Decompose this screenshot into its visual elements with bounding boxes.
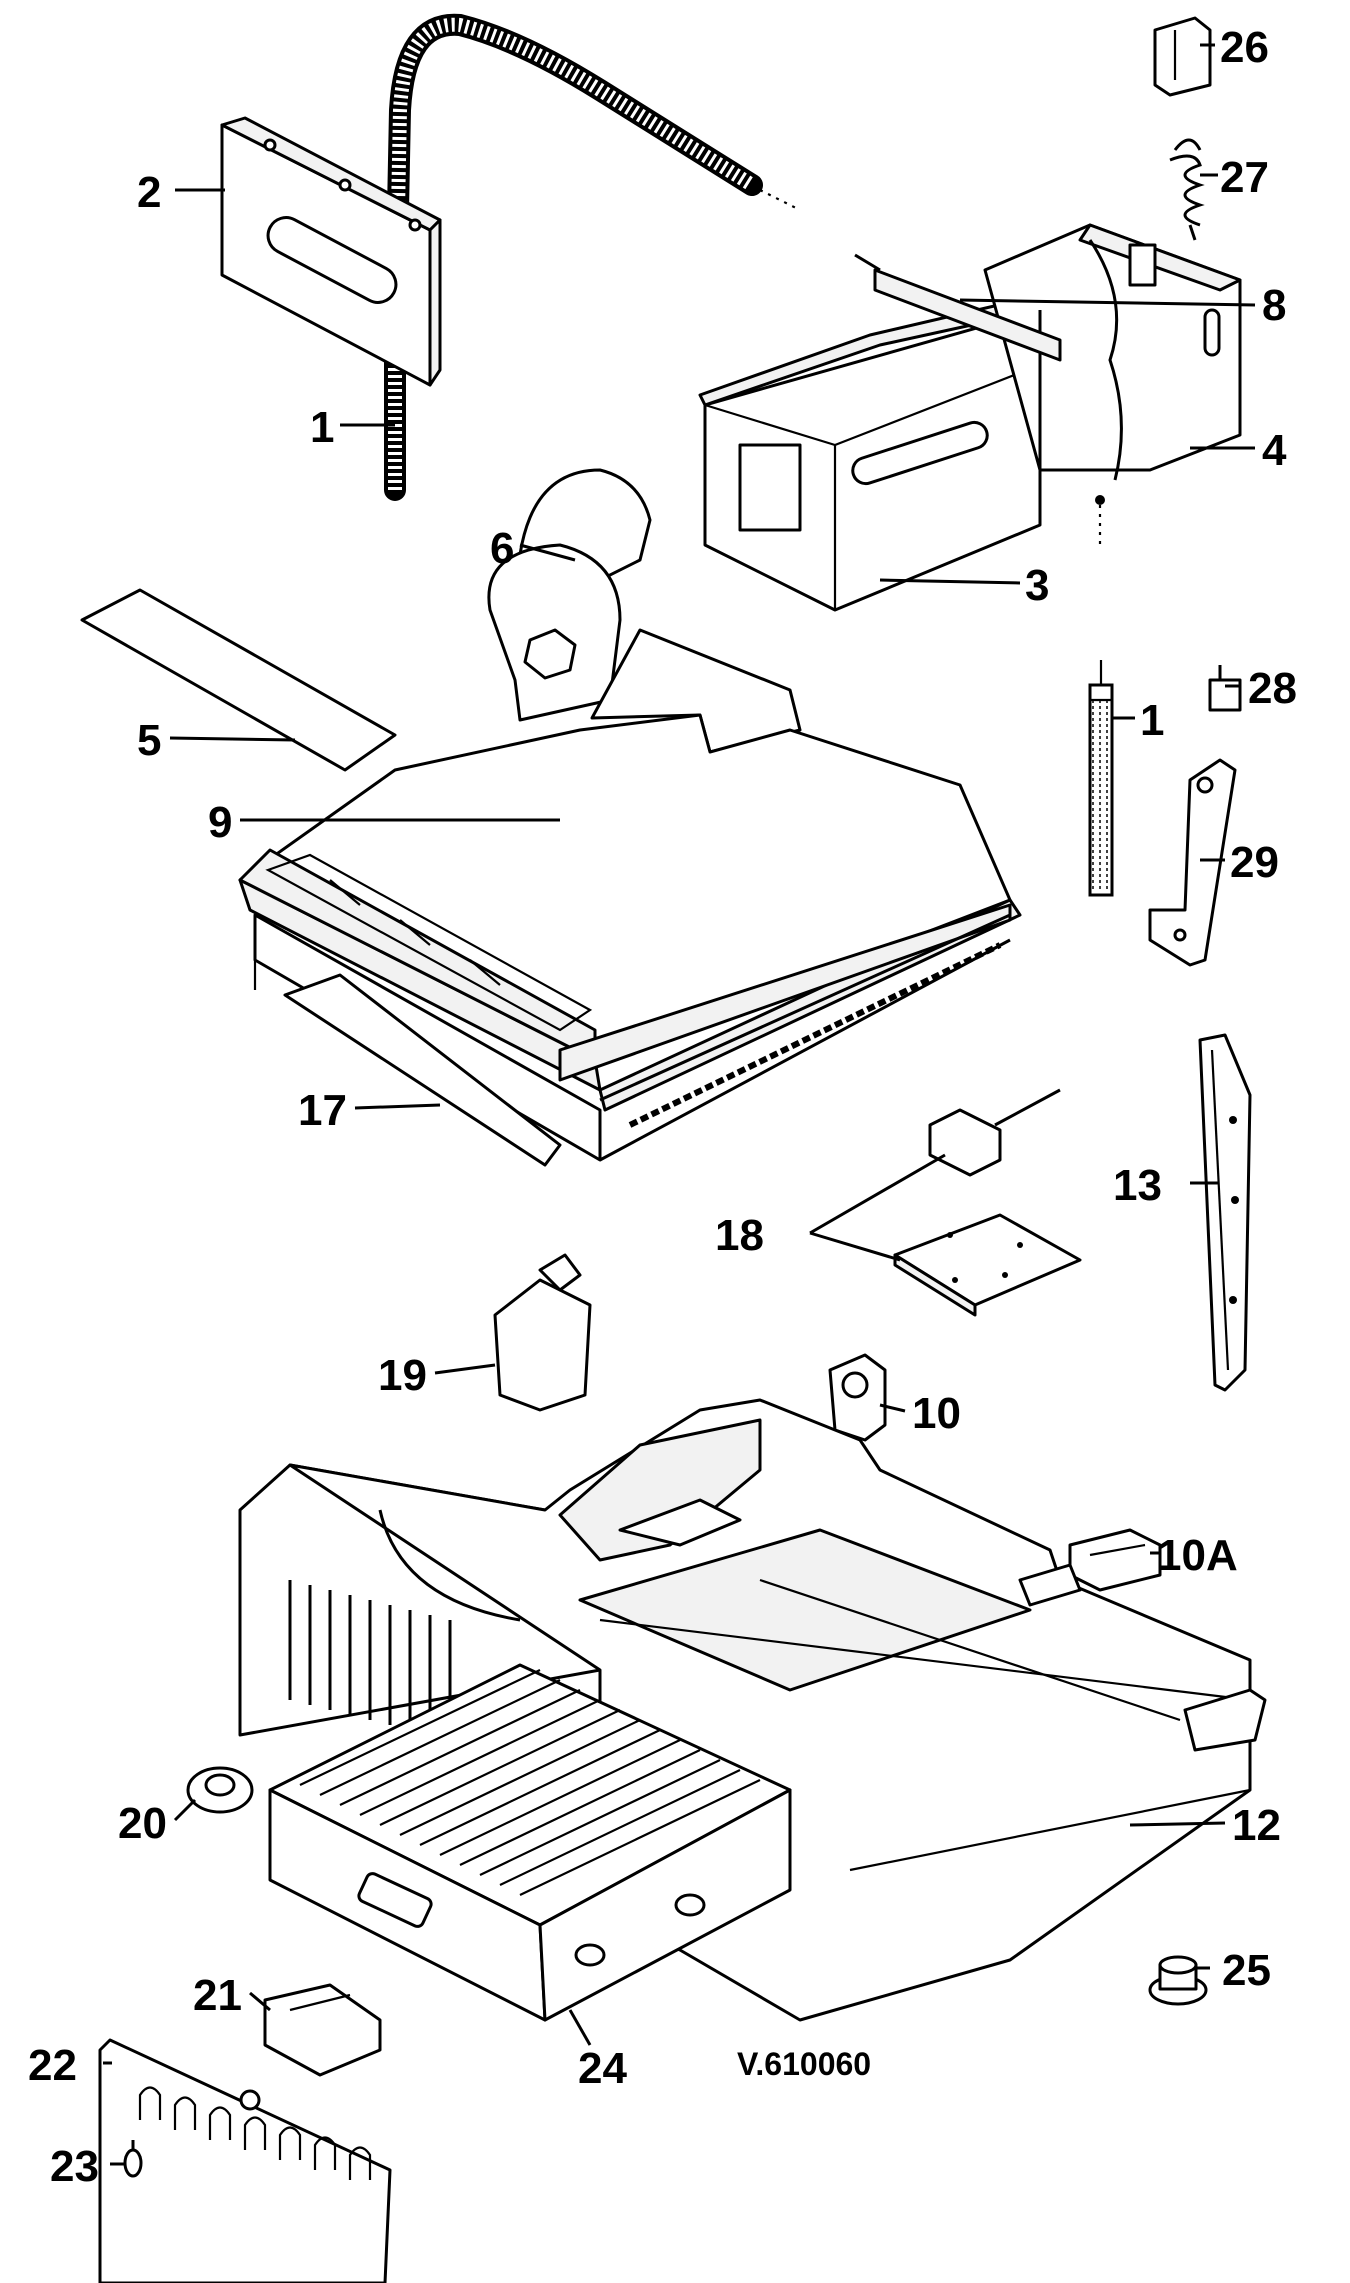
callout-12: 12 [1232,1801,1281,1850]
part-1-hose [384,13,801,501]
part-3-4-blower-housing [698,223,1242,612]
callout-13: 13 [1113,1161,1162,1210]
drawing-code: V.610060 [737,2046,871,2082]
callout-9: 9 [208,798,232,847]
callout-10A: 10A [1157,1531,1238,1580]
callout-29: 24 [578,2044,627,2093]
part-17-seal [283,973,562,1167]
callout-1-right: 1 [1140,696,1164,745]
part-20-knob [186,1766,254,1814]
part-24-clip [1153,16,1212,97]
callout-19: 19 [378,1351,427,1400]
part-29-filter-drawer [268,1663,792,2022]
callout-28: 25 [1222,1946,1271,1995]
callout-23: 23 [50,2142,99,2191]
callout-22: 22 [28,2041,77,2090]
callout-18: 18 [715,1211,764,1260]
part-25-spring [1169,138,1205,241]
callout-21: 21 [193,1971,242,2020]
callout-1-top: 1 [310,403,334,452]
callout-25: 27 [1220,153,1269,202]
callout-4: 4 [1262,426,1287,475]
part-9-plenum-cover [238,628,1022,1162]
callout-17: 17 [298,1086,347,1135]
part-10-actuator [828,1353,887,1442]
part-13-side-rail [1198,1033,1252,1392]
part-28-foot [1148,1955,1208,2006]
callout-3: 3 [1025,561,1049,610]
part-18-sensor-assembly [893,1088,1082,1317]
part-21-block [263,1983,382,2077]
callout-20: 20 [118,1799,167,1848]
part-2-bracket-plate [220,116,442,387]
part-5-gasket [80,588,397,772]
part-6-blower-motor [487,468,652,722]
part-19-bracket [493,1253,592,1412]
callout-labels: 2 1 26 27 8 4 3 6 1 28 29 5 9 17 13 18 1… [28,23,1297,2191]
part-10A-connector [1068,1528,1162,1592]
callout-6: 6 [490,524,514,573]
callout-2: 2 [137,168,161,217]
part-27-bracket [1148,758,1237,967]
callout-24: 26 [1220,23,1269,72]
part-12-main-housing [238,1398,1267,2022]
part-22-grille-panel [98,2038,392,2283]
callout-27: 29 [1230,838,1279,887]
callout-8: 8 [1262,281,1286,330]
callout-26: 28 [1248,664,1297,713]
callout-10: 10 [912,1389,961,1438]
leader-lines [103,43,1256,2166]
callout-5: 5 [137,716,161,765]
part-1-hose-segment [1088,660,1114,897]
